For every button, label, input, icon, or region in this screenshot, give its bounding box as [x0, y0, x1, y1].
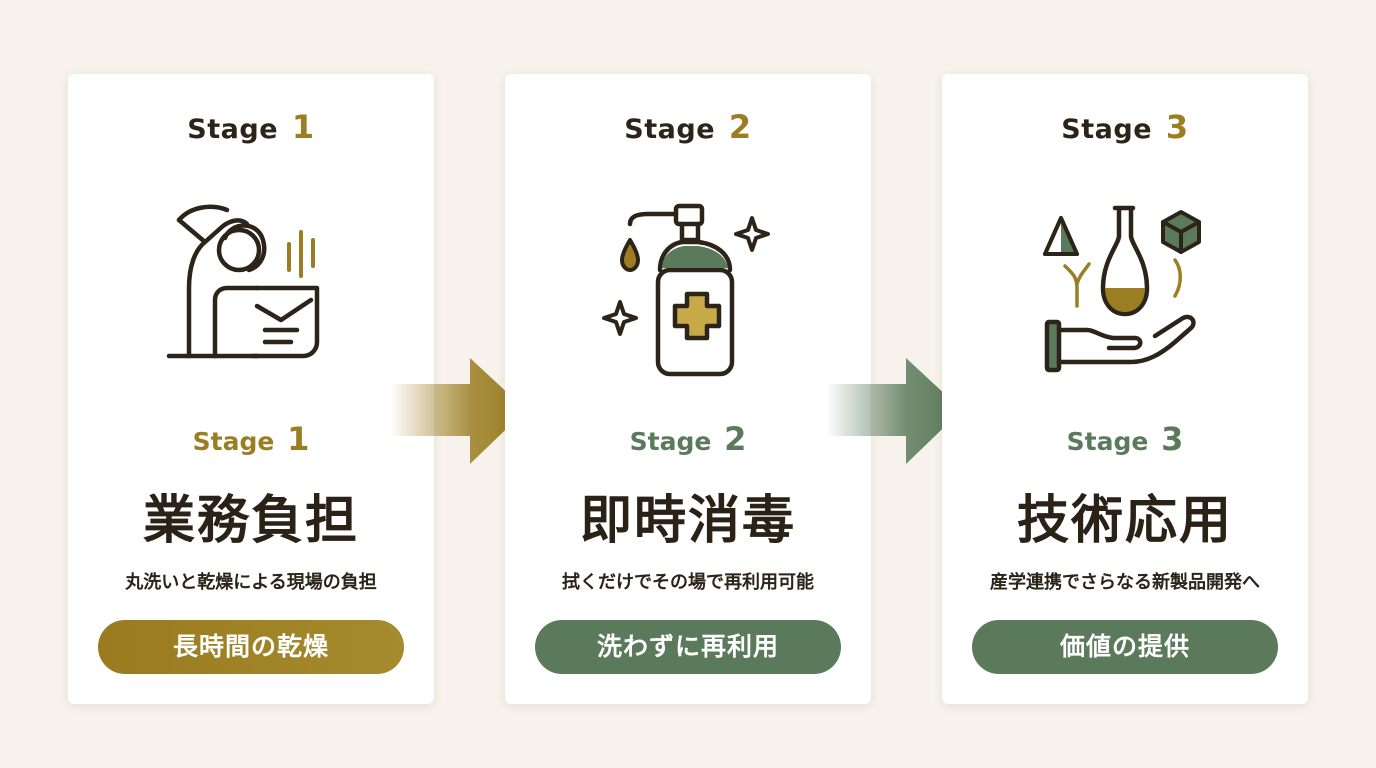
stage-subheading: Stage 2: [505, 420, 871, 458]
stage-pill: 価値の提供: [972, 620, 1278, 674]
arrow-right-icon: [390, 358, 526, 464]
stage-number: 2: [728, 108, 752, 146]
stage-label: Stage: [629, 427, 712, 456]
stage-label: Stage: [1061, 114, 1153, 145]
stage-number: 1: [287, 420, 310, 458]
stage-card-1: Stage 1 Stage 1 業務負担 丸洗いと乾燥による現場の負担 長時間の…: [68, 74, 434, 704]
stage-heading: Stage 2: [505, 108, 871, 146]
stage-description: 丸洗いと乾燥による現場の負担: [125, 572, 377, 593]
stressed-worker-icon: [166, 204, 320, 359]
stage-number: 2: [724, 420, 747, 458]
stage-card-2: Stage 2 Stage 2 即時消毒 拭くだけでその場で再利用可能 洗わずに…: [505, 74, 871, 704]
stage-number: 3: [1165, 108, 1189, 146]
stage-title: 業務負担: [142, 490, 359, 551]
stage-title: 技術応用: [1016, 490, 1233, 551]
hand-offering-flask-icon: [1043, 205, 1201, 373]
sanitizer-bottle-icon: [602, 203, 770, 377]
stage-description: 産学連携でさらなる新製品開発へ: [990, 572, 1260, 593]
stage-number: 3: [1161, 420, 1184, 458]
stage-number: 1: [291, 108, 315, 146]
stage-subheading: Stage 1: [68, 420, 434, 458]
stage-label: Stage: [187, 114, 279, 145]
stage-title: 即時消毒: [579, 490, 796, 551]
stage-description: 拭くだけでその場で再利用可能: [562, 572, 814, 593]
stage-heading: Stage 3: [942, 108, 1308, 146]
stage-heading: Stage 1: [68, 108, 434, 146]
stage-label: Stage: [1066, 427, 1149, 456]
stage-subheading: Stage 3: [942, 420, 1308, 458]
stage-pill: 長時間の乾燥: [98, 620, 404, 674]
stage-pill: 洗わずに再利用: [535, 620, 841, 674]
stage-label: Stage: [624, 114, 716, 145]
stage-label: Stage: [192, 427, 275, 456]
stage-card-3: Stage 3 Stage 3 技術応用 産学連携でさらなる新製品開発へ 価値の…: [942, 74, 1308, 704]
arrow-right-icon: [826, 358, 962, 464]
